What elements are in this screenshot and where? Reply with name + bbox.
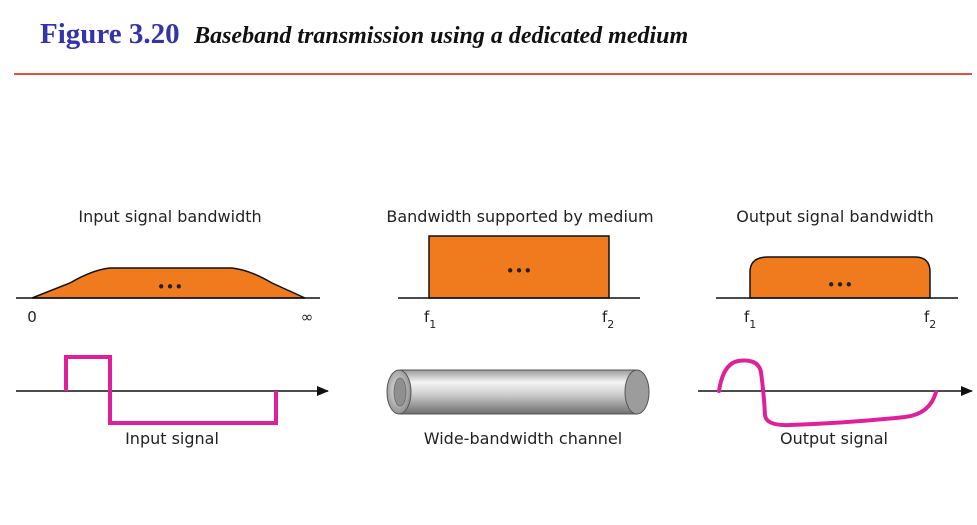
output-signal-waveform [717, 358, 938, 428]
input-panel: Input signal bandwidth ••• 0 ∞ Input sig… [16, 207, 329, 448]
input-band-ellipsis: ••• [157, 278, 184, 296]
input-tick-zero: 0 [27, 308, 37, 326]
medium-tick-f1: f1 [424, 308, 436, 331]
channel-label: Wide-bandwidth channel [424, 429, 622, 448]
output-bandwidth-label: Output signal bandwidth [736, 207, 933, 226]
medium-bandwidth-shape [428, 235, 610, 299]
input-tick-infinity: ∞ [301, 308, 314, 326]
input-bandwidth-shape [31, 267, 306, 299]
output-tick-f1-sub: 1 [749, 318, 756, 331]
output-bandwidth-shape [749, 256, 931, 299]
input-signal-waveform [64, 355, 278, 425]
figure-number: Figure 3.20 [40, 18, 180, 50]
output-tick-f2: f2 [924, 308, 936, 331]
figure-caption: Baseband transmission using a dedicated … [194, 23, 689, 49]
input-signal-label: Input signal [125, 429, 219, 448]
medium-tick-f1-base: f [424, 308, 430, 326]
medium-tick-f2-base: f [602, 308, 608, 326]
medium-bandwidth-label: Bandwidth supported by medium [386, 207, 653, 226]
output-panel: Output signal bandwidth ••• f1 f2 Output… [698, 207, 973, 448]
output-tick-f1-base: f [744, 308, 750, 326]
title-divider [14, 73, 972, 75]
output-tick-f2-base: f [924, 308, 930, 326]
medium-tick-f2-sub: 2 [607, 318, 614, 331]
output-band-ellipsis: ••• [827, 276, 854, 294]
medium-tick-f2: f2 [602, 308, 614, 331]
output-tick-f1: f1 [744, 308, 756, 331]
figure-title: Figure 3.20 Baseband transmission using … [40, 18, 688, 51]
output-signal-label: Output signal [780, 429, 888, 448]
medium-panel: Bandwidth supported by medium ••• f1 f2 … [386, 207, 653, 448]
input-bandwidth-label: Input signal bandwidth [78, 207, 261, 226]
output-tick-f2-sub: 2 [929, 318, 936, 331]
medium-tick-f1-sub: 1 [429, 318, 436, 331]
medium-band-ellipsis: ••• [506, 262, 533, 280]
channel-cylinder-icon [386, 369, 650, 415]
